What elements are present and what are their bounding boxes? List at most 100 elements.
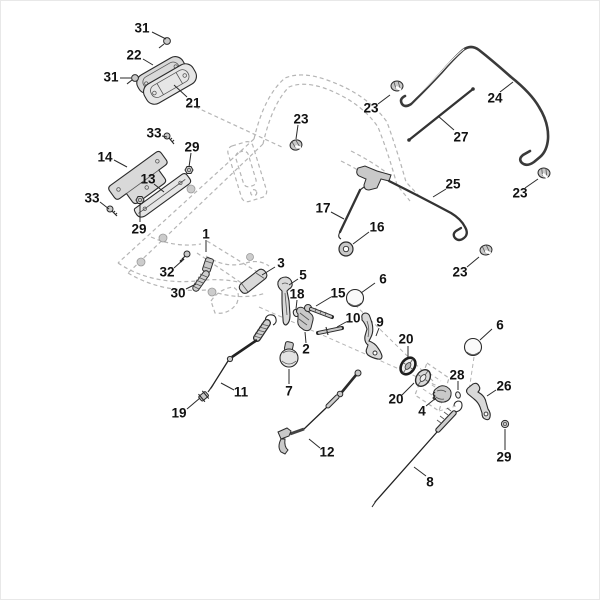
part-number-label-5: 5 xyxy=(299,268,307,283)
part-23-cable-clip-a xyxy=(390,80,404,92)
callout-leader-24 xyxy=(499,81,514,93)
callout-leader-23 xyxy=(377,94,391,105)
part-number-label-19: 19 xyxy=(171,406,186,421)
callout-leader-15 xyxy=(315,296,332,307)
callout-leader-26 xyxy=(486,389,497,397)
part-number-label-33: 33 xyxy=(146,126,162,141)
part-27-tie-rod xyxy=(407,87,475,142)
part-28-clip-washer xyxy=(455,391,461,399)
callout-leader-8 xyxy=(413,466,427,477)
callout-leader-6 xyxy=(479,328,493,341)
part-4-cam-piece xyxy=(432,385,452,403)
part-20-adjuster-disc-upper xyxy=(399,356,417,376)
callout-leader-31 xyxy=(151,31,167,40)
part-number-label-14: 14 xyxy=(97,150,113,165)
part-number-label-20: 20 xyxy=(398,332,413,347)
part-number-label-2: 2 xyxy=(302,342,310,357)
part-31-screw-top xyxy=(158,37,171,49)
part-number-label-32: 32 xyxy=(159,265,174,280)
callout-leader-19 xyxy=(186,397,201,410)
ghost-nut xyxy=(246,253,254,261)
part-2-clamp-block xyxy=(296,306,314,332)
part-6-ball-knob-right xyxy=(463,337,483,357)
part-number-label-27: 27 xyxy=(453,130,468,145)
callout-leader-13 xyxy=(153,183,165,193)
callout-leader-29 xyxy=(188,152,192,168)
callout-leader-14 xyxy=(113,159,128,168)
part-number-label-20: 20 xyxy=(388,392,403,407)
part-33-screw-left xyxy=(106,205,118,217)
part-7-bulb-knob xyxy=(279,341,299,368)
part-19-cable-clip xyxy=(198,390,210,403)
part-number-label-25: 25 xyxy=(445,177,461,192)
part-number-label-29: 29 xyxy=(496,450,511,465)
ghost-console-panel xyxy=(227,141,268,203)
part-number-label-28: 28 xyxy=(449,368,465,383)
part-number-label-30: 30 xyxy=(170,286,185,301)
part-33-screw-top xyxy=(163,132,175,145)
part-15-pivot-bolt xyxy=(304,304,334,319)
part-number-label-23: 23 xyxy=(452,265,468,280)
callout-leader-9 xyxy=(375,327,380,337)
callout-leader-4 xyxy=(425,397,437,407)
part-26-latch-lever xyxy=(465,382,491,421)
part-number-label-23: 23 xyxy=(363,101,379,116)
part-16-grommet xyxy=(338,241,354,257)
ghost-nut xyxy=(158,233,168,243)
part-3-lever-link xyxy=(238,268,268,294)
part-number-label-29: 29 xyxy=(131,222,146,237)
part-number-label-29: 29 xyxy=(184,140,199,155)
ghost-nut xyxy=(186,184,196,194)
part-30-spring xyxy=(192,270,210,292)
callout-leader-18 xyxy=(295,299,298,310)
part-23-cable-clip-b xyxy=(289,139,303,151)
callout-leader-2 xyxy=(304,331,307,344)
ghost-nut xyxy=(207,287,217,297)
part-29-nut-upper xyxy=(184,166,194,174)
callout-leader-23 xyxy=(295,124,299,140)
part-17-brake-rod xyxy=(338,186,365,240)
callout-leader-27 xyxy=(437,115,455,131)
part-number-label-33: 33 xyxy=(84,191,100,206)
part-number-label-7: 7 xyxy=(285,384,293,399)
part-24-cable-guide-wire xyxy=(399,45,550,167)
callout-leader-21 xyxy=(173,84,188,98)
callout-leader-12 xyxy=(308,438,321,449)
callout-leader-23 xyxy=(524,178,539,189)
part-number-label-15: 15 xyxy=(330,286,346,301)
part-number-label-24: 24 xyxy=(487,91,503,106)
part-number-label-31: 31 xyxy=(134,21,150,36)
part-number-label-16: 16 xyxy=(369,220,385,235)
part-number-label-17: 17 xyxy=(315,201,330,216)
part-11-cable-with-spring xyxy=(207,314,277,393)
part-29-nut-lower xyxy=(135,196,145,204)
part-31-screw-left xyxy=(126,74,139,85)
part-number-label-1: 1 xyxy=(202,227,210,242)
callout-leader-32 xyxy=(173,258,185,269)
part-number-label-26: 26 xyxy=(496,379,512,394)
callout-leader-25 xyxy=(432,188,447,198)
callout-leader-3 xyxy=(261,266,276,276)
part-number-label-23: 23 xyxy=(293,112,309,127)
callout-leader-22 xyxy=(142,58,154,66)
part-number-label-18: 18 xyxy=(289,287,305,302)
part-1-spacer-pin xyxy=(202,257,214,273)
part-21-lower-bracket-plate xyxy=(142,63,198,105)
part-number-label-3: 3 xyxy=(277,256,285,271)
callout-leader-16 xyxy=(352,231,370,245)
callout-leader-20 xyxy=(401,382,415,396)
part-5-hook-lever xyxy=(277,276,293,326)
part-number-label-4: 4 xyxy=(418,404,426,419)
callout-leader-23 xyxy=(466,256,480,268)
part-9-control-lever xyxy=(361,312,383,360)
part-number-label-6: 6 xyxy=(496,318,504,333)
part-number-label-21: 21 xyxy=(185,96,201,111)
part-13-handle-bracket xyxy=(133,172,192,218)
callout-leader-17 xyxy=(330,211,345,220)
part-23-cable-clip-d xyxy=(479,244,493,256)
part-number-label-8: 8 xyxy=(426,475,434,490)
part-12-control-rod xyxy=(277,369,362,455)
